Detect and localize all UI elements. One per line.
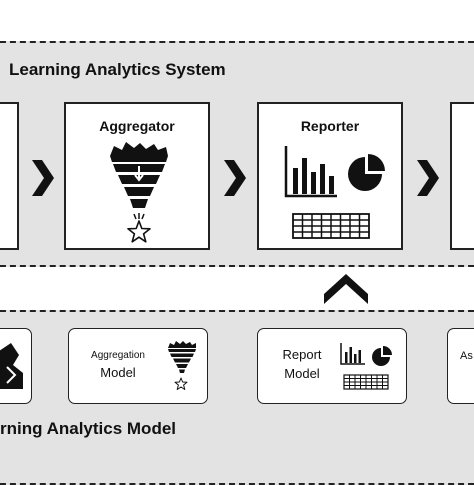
funnel-icon — [168, 341, 196, 373]
bar-chart-icon — [284, 146, 337, 198]
bar-chart-icon — [340, 343, 365, 365]
reporter-box: Reporter — [257, 102, 403, 250]
right-partial-model-label: As — [460, 350, 473, 362]
table-grid-icon — [292, 213, 370, 239]
chevron-right-icon — [417, 160, 439, 196]
chevron-up-icon — [324, 274, 368, 304]
table-grid-icon — [343, 374, 389, 390]
star-icon — [127, 213, 151, 243]
model-box-right-partial: As — [447, 328, 474, 404]
chevron-right-icon — [32, 160, 54, 196]
star-icon — [174, 377, 188, 390]
model-title: rning Analytics Model — [0, 419, 177, 438]
aggregator-title: Aggregator — [99, 118, 175, 134]
component-box-right-partial — [450, 102, 474, 250]
reporter-title: Reporter — [300, 118, 360, 134]
report-model-line2: Model — [284, 366, 320, 381]
aggregator-box: Aggregator — [64, 102, 210, 250]
model-box-left-partial — [0, 328, 32, 404]
funnel-icon — [110, 142, 168, 208]
report-model-line1: Report — [282, 347, 322, 362]
pie-chart-icon — [348, 154, 385, 191]
aggregation-model-line2: Model — [100, 365, 136, 380]
system-title: Learning Analytics System — [9, 60, 226, 79]
report-model-box: Report Model — [257, 328, 407, 404]
aggregation-model-line1: Aggregation — [91, 350, 145, 361]
component-box-left-partial — [0, 102, 19, 250]
person-icon — [0, 343, 23, 389]
pie-chart-icon — [372, 346, 392, 366]
chevron-right-icon — [224, 160, 246, 196]
aggregation-model-box: Aggregation Model — [68, 328, 208, 404]
